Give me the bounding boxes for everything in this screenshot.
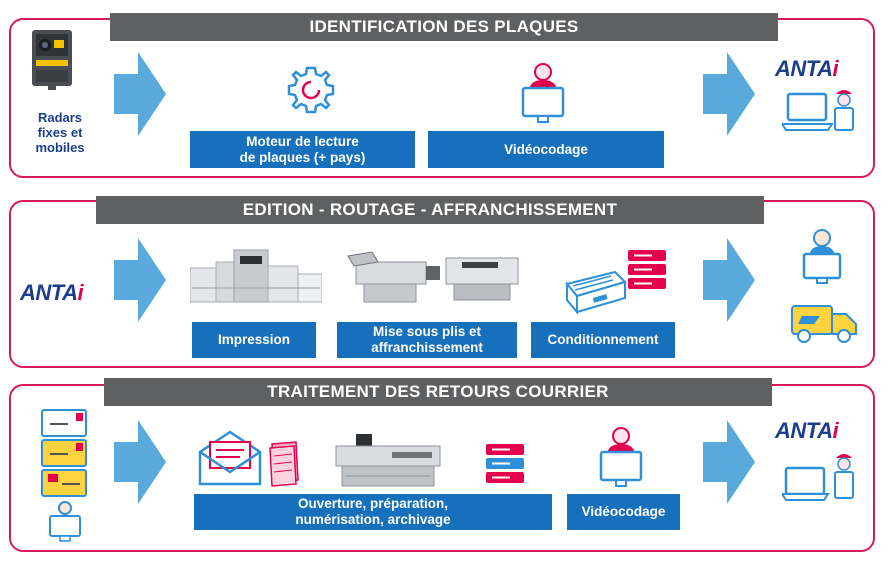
process-box-videocodage: Vidéocodage (428, 131, 664, 168)
open-envelope-icon (196, 428, 264, 488)
process-box-videocodage: Vidéocodage (567, 494, 680, 530)
mail-tray-icon (565, 264, 627, 314)
operator-icon (518, 62, 568, 124)
flow-arrow (703, 420, 755, 504)
paper-stack-icon (266, 440, 300, 488)
process-box-impression: Impression (192, 322, 316, 358)
computer-agent-icon (782, 88, 864, 134)
process-box-conditionnement: Conditionnement (531, 322, 675, 358)
flow-arrow (703, 238, 755, 322)
flow-arrow (114, 52, 166, 136)
server-icon (628, 250, 666, 290)
antai-logo: ANTAi (20, 280, 84, 305)
printer-icon (190, 248, 322, 304)
antai-logo: ANTAi (775, 56, 839, 81)
radar-label: Radars fixes et mobiles (35, 110, 85, 155)
process-box-mise-sous-plis: Mise sous plis et affranchissement (337, 322, 517, 358)
section-title: EDITION - ROUTAGE - AFFRANCHISSEMENT (96, 196, 764, 224)
flow-arrow (114, 420, 166, 504)
delivery-truck-icon (790, 300, 858, 344)
process-box-ouverture: Ouverture, préparation, numérisation, ar… (194, 494, 552, 530)
computer-agent-icon (782, 452, 864, 502)
section-title: TRAITEMENT DES RETOURS COURRIER (104, 378, 772, 406)
scanner-icon (332, 434, 442, 490)
recipient-icon (800, 228, 844, 284)
envelopes-stack-icon (40, 408, 90, 544)
process-box-plate-reader: Moteur de lecture de plaques (+ pays) (190, 131, 415, 168)
gear-icon (283, 62, 339, 118)
operator-icon (596, 426, 646, 488)
section-title: IDENTIFICATION DES PLAQUES (110, 13, 778, 41)
antai-logo: ANTAi (775, 418, 839, 443)
flow-arrow (703, 52, 755, 136)
server-icon (486, 444, 524, 484)
flow-arrow (114, 238, 166, 322)
folding-machine-icon (342, 248, 522, 304)
radar-camera-icon (28, 30, 78, 90)
